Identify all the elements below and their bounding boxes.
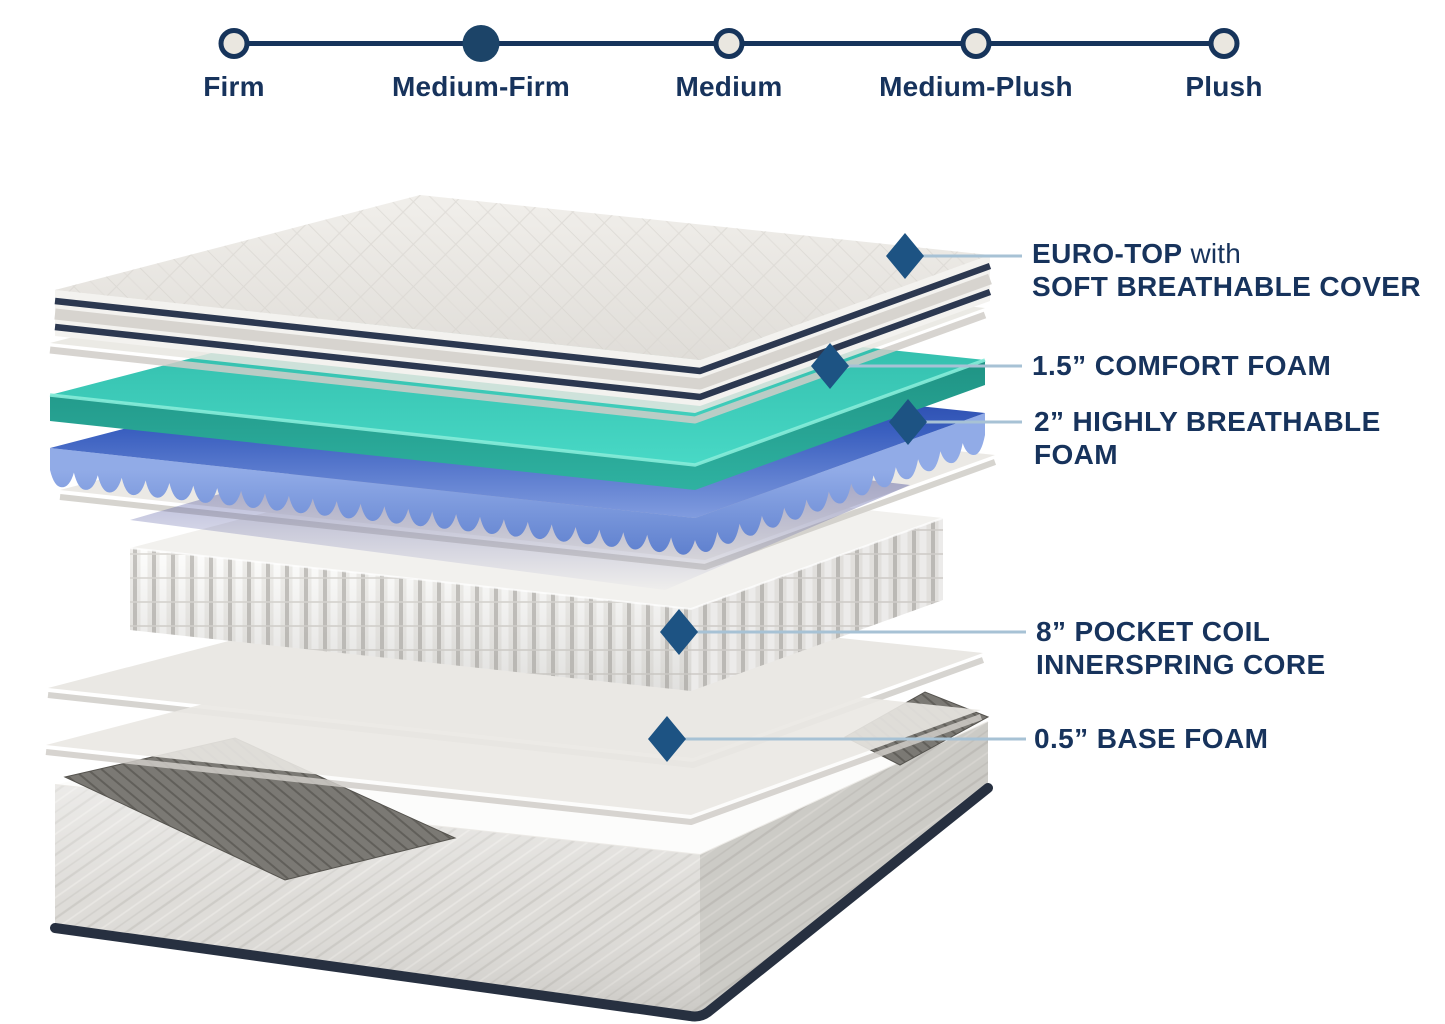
euro-top-piping-top (54, 262, 992, 375)
callout-line1: 2” HIGHLY BREATHABLE (1034, 406, 1381, 437)
callout-line1: EURO-TOP with (1032, 238, 1242, 269)
callout-comfort-foam: 1.5” COMFORT FOAM (1032, 349, 1331, 382)
base-right-face (700, 722, 988, 1018)
firmness-label: Medium-Plush (879, 71, 1073, 102)
diamond-marker-base-foam (648, 716, 686, 762)
firmness-slider: Firm Medium-Firm Medium Medium-Plush Plu… (0, 0, 1445, 110)
firmness-dot[interactable] (1208, 28, 1240, 59)
layer-base-foundation (50, 690, 993, 1022)
callout-line2: SOFT BREATHABLE COVER (1032, 271, 1421, 302)
callout-line1: 8” POCKET COIL (1036, 616, 1271, 647)
firmness-dot-selected[interactable] (462, 25, 500, 62)
callout-line1: 0.5” BASE FOAM (1034, 723, 1269, 754)
base-piping (50, 783, 993, 1022)
euro-top-piping-bottom (54, 288, 992, 401)
layer-euro-top (54, 195, 992, 406)
callout-euro-top: EURO-TOP with SOFT BREATHABLE COVER (1032, 237, 1421, 303)
blue-foam-convoluted-edge (50, 413, 985, 555)
callout-pocket-coil: 8” POCKET COIL INNERSPRING CORE (1036, 615, 1326, 681)
diamond-markers (648, 233, 927, 762)
diamond-marker-euro-top (886, 233, 924, 279)
firmness-dot[interactable] (960, 28, 992, 59)
firmness-label: Medium-Firm (392, 71, 570, 102)
teal-foam-side (50, 360, 985, 490)
diamond-marker-pocket-coil (660, 609, 698, 655)
firmness-label: Medium (675, 71, 783, 102)
coil-right-face (691, 518, 943, 691)
firmness-dot[interactable] (218, 28, 250, 59)
callout-base-foam: 0.5” BASE FOAM (1034, 722, 1268, 755)
diamond-marker-comfort-foam (811, 343, 849, 389)
callout-line2: INNERSPRING CORE (1036, 649, 1326, 680)
sheet (46, 650, 981, 815)
callout-line2: FOAM (1034, 439, 1119, 470)
callout-breathable-foam: 2” HIGHLY BREATHABLE FOAM (1034, 405, 1381, 471)
diamond-marker-breathable-foam (889, 399, 927, 445)
firmness-label: Firm (203, 71, 265, 102)
firmness-dot[interactable] (713, 28, 745, 59)
callout-lines (669, 254, 1026, 741)
firmness-label: Plush (1185, 71, 1263, 102)
callout-line1: 1.5” COMFORT FOAM (1032, 350, 1332, 381)
